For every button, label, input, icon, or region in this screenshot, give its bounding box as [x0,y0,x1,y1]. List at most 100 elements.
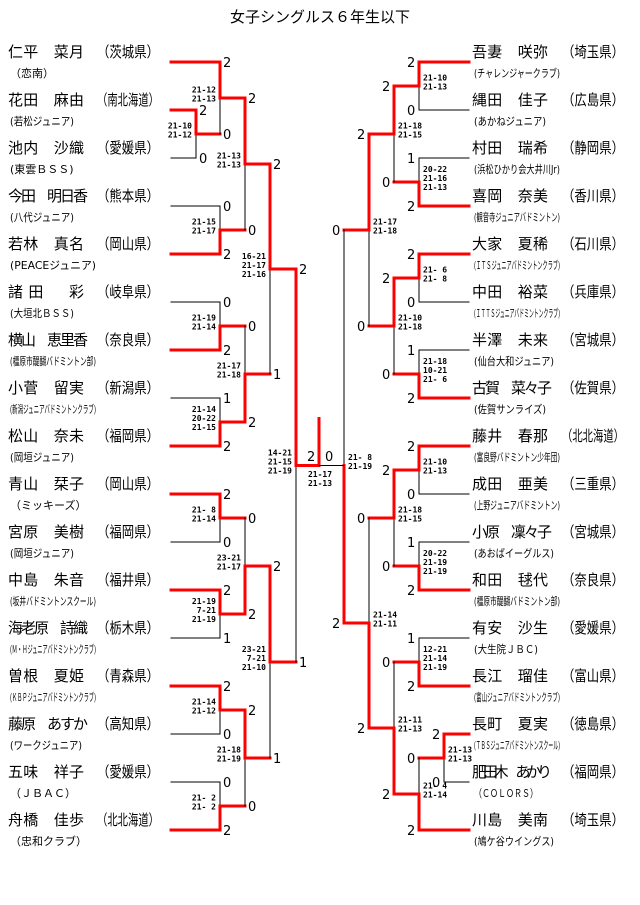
game-score: 21-13 [398,725,422,734]
game-score: 21-10 [398,314,422,323]
player-name: 川島 美南 [472,811,548,829]
player-club: （恋南） [10,66,54,80]
player-prefecture: （福岡県） [97,427,159,445]
match-score: 0 [223,776,231,791]
player-prefecture: （茨城県） [97,43,159,61]
match-score: 1 [223,392,231,407]
game-score: 21-14 [192,698,216,707]
final-game-score: 21-13 [308,479,332,488]
player-prefecture: （岡山県） [97,475,159,493]
player-prefecture: （青森県） [97,667,159,685]
match-score: 0 [332,224,340,239]
match-score: 2 [223,56,231,71]
match-score: 2 [407,248,415,263]
match-score: 2 [382,464,390,479]
player-prefecture: （熊本県） [97,187,159,205]
player-prefecture: （福岡県） [97,523,159,541]
player-name: 五味 祥子 [8,763,84,781]
player-name: 吾妻 咲弥 [472,43,548,61]
game-score: 21-18 [398,506,422,515]
player-club: (チャレンジャークラブ) [474,66,560,80]
match-score: 2 [273,560,281,575]
match-score: 1 [407,344,415,359]
player-club: (橿原市醍醐バドミントン部) [10,354,96,368]
player-name: 海老原 詩織 [8,619,88,637]
player-club: （ＪＢＡＣ） [10,787,76,800]
game-score: 21-12 [192,707,216,716]
player-club: (ＩＴＳジュニアバドミントンクラブ) [474,258,560,272]
game-score: 21-15 [398,131,422,140]
player-name: 若林 真名 [8,235,84,253]
match-score: 0 [382,560,390,575]
game-score: 21- 8 [192,506,216,515]
match-score: 0 [199,152,207,167]
match-score: 2 [382,272,390,287]
player-prefecture: （石川県） [562,235,624,253]
game-score: 21-13 [423,467,447,476]
match-score: 0 [248,320,256,335]
player-name: 長町 夏実 [472,715,548,733]
bracket-lines [169,60,471,832]
player-prefecture: （富山県） [562,667,624,685]
match-score: 2 [199,104,207,119]
game-score: 21-10 [423,458,447,467]
player-club: (仙台大和ジュニア) [474,354,554,368]
player-name: 有安 沙生 [472,619,548,637]
game-score: 21-10 [423,74,447,83]
game-score: 21-15 [192,218,216,227]
player-prefecture: （栃木県） [97,619,159,637]
match-score: 0 [382,176,390,191]
game-score: 21- 6 [423,375,447,384]
game-score: 21-14 [192,323,216,332]
game-score: 21- 2 [192,794,216,803]
match-score: 2 [223,248,231,263]
match-score: 2 [357,128,365,143]
game-score: 21-13 [217,161,241,170]
player-name: 喜岡 奈美 [472,187,548,205]
player-prefecture: （福井県） [97,571,159,589]
game-score: 21-19 [423,558,447,567]
player-name: 今田 明日香 [8,187,88,205]
match-score: 0 [432,776,440,791]
game-score: 21-19 [268,467,292,476]
match-score: 2 [407,824,415,839]
match-score: 2 [382,788,390,803]
player-prefecture: （岐阜県） [97,283,159,301]
game-score: 21-12 [168,131,192,140]
game-score: 21-13 [448,755,472,764]
player-name: 花田 麻由 [8,91,84,109]
game-score: 21-19 [423,567,447,576]
match-score: 2 [432,728,440,743]
match-score: 0 [248,224,256,239]
game-score: 21-11 [373,620,397,629]
match-score: 0 [223,200,231,215]
player-name: 中田 裕菜 [472,283,548,301]
game-score: 21-18 [217,746,241,755]
game-score: 21- 2 [192,803,216,812]
match-score: 2 [223,824,231,839]
match-score: 0 [223,728,231,743]
player-prefecture: （高知県） [97,715,159,733]
match-score: 1 [223,632,231,647]
player-club: (坂井バドミントンスクール) [10,594,96,608]
player-name: 古賀 菜々子 [472,379,552,397]
player-name: 長江 瑠佳 [472,667,548,685]
player-club: (PEACEジュニア) [10,259,96,272]
player-name: 縄田 佳子 [472,91,548,109]
final-score: 0 [325,450,333,465]
match-score: 2 [407,680,415,695]
player-club: (ＫＢＰジュニアバドミントンクラブ) [10,690,96,704]
final-score: 2 [307,450,315,465]
game-score: 7-21 [197,606,216,615]
player-name: 小菅 留実 [8,379,84,397]
game-score: 21-19 [348,462,372,471]
player-name: 松山 奈未 [8,427,84,445]
game-score: 21-13 [217,152,241,161]
match-score: 1 [299,656,307,671]
game-score: 21-19 [423,663,447,672]
player-prefecture: （奈良県） [97,331,159,349]
match-score: 2 [248,608,256,623]
game-score: 21-13 [192,95,216,104]
match-score: 0 [407,488,415,503]
